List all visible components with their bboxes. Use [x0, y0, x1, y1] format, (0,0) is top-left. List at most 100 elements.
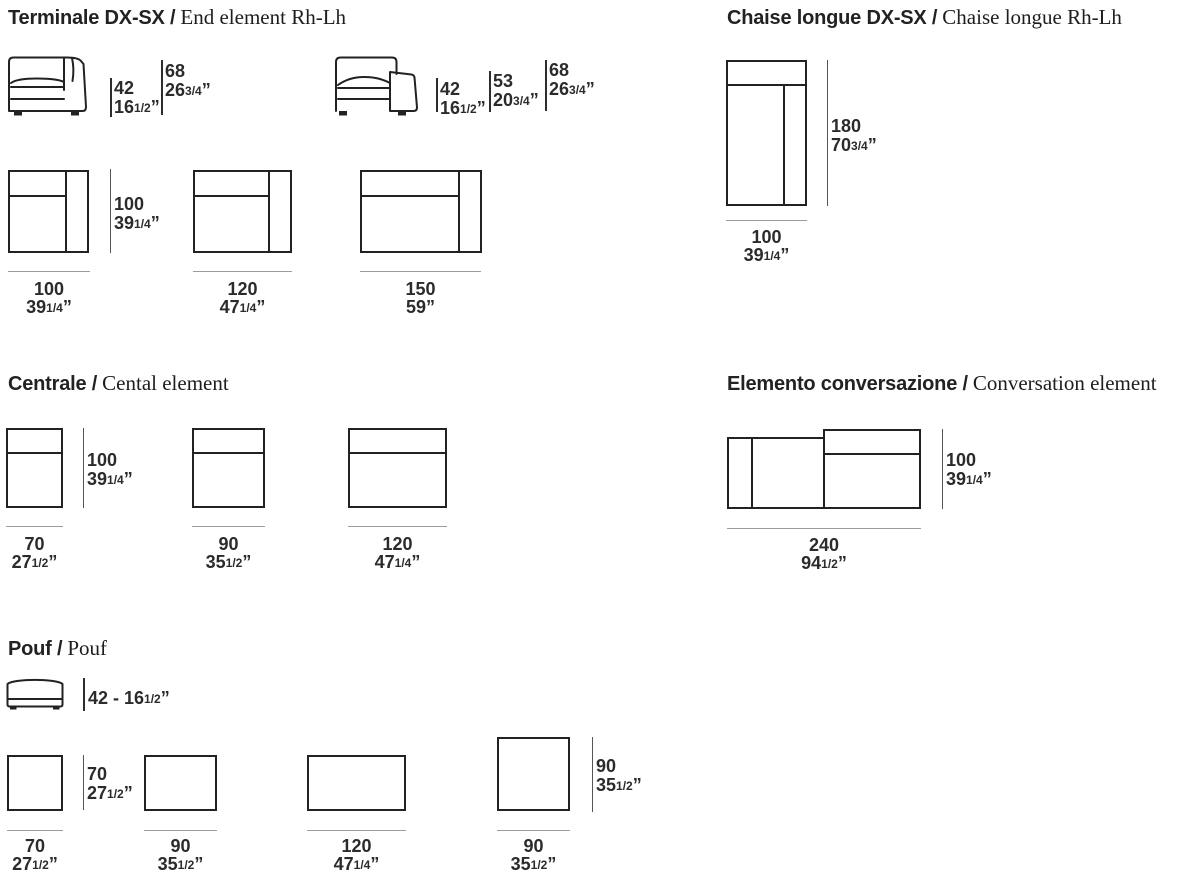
plan-view-centrale-90 [192, 428, 265, 508]
inch-mark: ” [529, 90, 539, 110]
inch-fraction: 1/4 [239, 301, 257, 315]
inch-mark: ” [867, 135, 877, 155]
inch-value: 35 [510, 854, 531, 874]
inch-mark: ” [150, 213, 160, 233]
inch-fraction: 1/4 [134, 217, 151, 231]
dim-label-width: 240 941/2” [727, 536, 921, 573]
inch-mark: ” [160, 688, 170, 708]
section-title-italian: Centrale / [8, 373, 98, 395]
inch-fraction: 1/2 [31, 556, 49, 570]
dim-label-total-height: 68 263/4” [165, 62, 211, 101]
inch-value: 27 [87, 783, 108, 803]
inch-mark: ” [982, 469, 992, 489]
dim-tick [110, 78, 112, 117]
section-title-italian: Chaise longue DX-SX / [727, 7, 938, 29]
dim-label-width: 120 471/4” [348, 535, 447, 572]
inch-value: 16 [114, 97, 135, 117]
plan-view-pouf-90x70 [144, 755, 217, 811]
armrest-line [783, 84, 785, 204]
plan-view-centrale-120 [348, 428, 447, 508]
backrest-line [10, 195, 67, 197]
end-element-armrest-side-view-drawing [335, 56, 418, 116]
inch-value: 47 [333, 854, 354, 874]
section-title-english: Pouf [67, 636, 108, 660]
inch-mark: ” [837, 553, 847, 573]
plan-view-pouf-90x90 [497, 737, 570, 811]
end-element-side-view-drawing [8, 56, 87, 116]
pouf-side-view-drawing [6, 678, 64, 710]
inch-value: 35 [205, 552, 226, 572]
cm-value: 120 [341, 836, 372, 856]
dim-line-depth [83, 428, 84, 508]
plan-view-terminale-100 [8, 170, 89, 253]
dim-tick [436, 78, 438, 112]
dim-label-depth: 70 271/2” [87, 765, 133, 804]
inch-mark: ” [585, 79, 595, 99]
backrest-line [362, 195, 458, 197]
inch-mark: ” [123, 469, 133, 489]
armrest-line [268, 172, 270, 251]
section-title-english: End element Rh-Lh [180, 5, 347, 29]
dim-label-width: 90 351/2” [192, 535, 265, 572]
cm-value: 90 [170, 836, 191, 856]
inch-mark: ” [48, 854, 58, 874]
dim-line-depth [83, 755, 84, 810]
dim-line-width [307, 830, 406, 831]
section-title-terminale: Terminale DX-SX /End element Rh-Lh [8, 5, 346, 32]
dim-label-width: 100 391/4” [726, 228, 807, 265]
inch-value: 70 [831, 135, 852, 155]
inch-fraction: 1/4 [966, 473, 983, 487]
inch-fraction: 1/2 [32, 858, 49, 872]
inch-value: 39 [743, 245, 764, 265]
inch-fraction: 1/2 [460, 102, 477, 116]
inch-fraction: 1/4 [107, 473, 124, 487]
dim-line-depth [942, 429, 943, 509]
section-title-pouf: Pouf /Pouf [8, 636, 107, 663]
cm-value: 90 [218, 534, 239, 554]
inch-mark: ” [632, 775, 642, 795]
plan-view-conversation-left-module [727, 437, 825, 509]
inch-fraction: 3/4 [513, 94, 530, 108]
dim-label-seat-height: 42 161/2” [440, 80, 486, 119]
dim-line-width [727, 528, 921, 529]
cm-value: 150 [405, 279, 436, 299]
section-title-conversazione: Elemento conversazione /Conversation ele… [727, 371, 1157, 398]
inch-value: 27 [11, 552, 32, 572]
inch-value: 47 [374, 552, 395, 572]
dim-label-depth: 100 391/4” [946, 451, 992, 490]
cm-value: 100 [87, 450, 118, 470]
cm-value: 42 [440, 79, 461, 99]
inch-fraction: 1/4 [353, 858, 371, 872]
inch-value: 94 [801, 553, 822, 573]
dim-line-depth [110, 169, 111, 253]
plan-view-pouf-120x70 [307, 755, 406, 811]
inch-mark: ” [194, 854, 204, 874]
dim-line-width [144, 830, 217, 831]
inch-value: 39 [946, 469, 967, 489]
inch-value: 47 [219, 297, 240, 317]
inch-fraction: 1/2 [134, 101, 151, 115]
inch-mark: ” [411, 552, 421, 572]
dim-label-depth: 100 391/4” [87, 451, 133, 490]
inch-value: 27 [12, 854, 33, 874]
dim-tick [489, 71, 491, 112]
dim-label-width: 100 391/4” [8, 280, 90, 317]
inch-mark: ” [48, 552, 58, 572]
dim-label-width: 150 59” [360, 280, 481, 317]
dim-label-width: 120 471/4” [193, 280, 292, 317]
inch-value: 35 [157, 854, 178, 874]
cm-value: 70 [24, 534, 45, 554]
dim-tick [545, 60, 547, 111]
inch-fraction: 1/4 [763, 249, 781, 263]
inch-value: 20 [493, 90, 514, 110]
cm-value: 100 [751, 227, 782, 247]
dim-label-width: 70 271/2” [6, 535, 63, 572]
inch-fraction: 1/2 [144, 692, 161, 706]
section-title-italian: Pouf / [8, 638, 63, 660]
section-title-english: Cental element [102, 371, 229, 395]
inch-fraction: 1/2 [177, 858, 195, 872]
dim-label-width: 70 271/2” [7, 837, 63, 874]
inch-fraction: 1/4 [46, 301, 63, 315]
dim-label-armrest-height: 53 203/4” [493, 72, 539, 111]
section-title-centrale: Centrale /Cental element [8, 371, 229, 398]
